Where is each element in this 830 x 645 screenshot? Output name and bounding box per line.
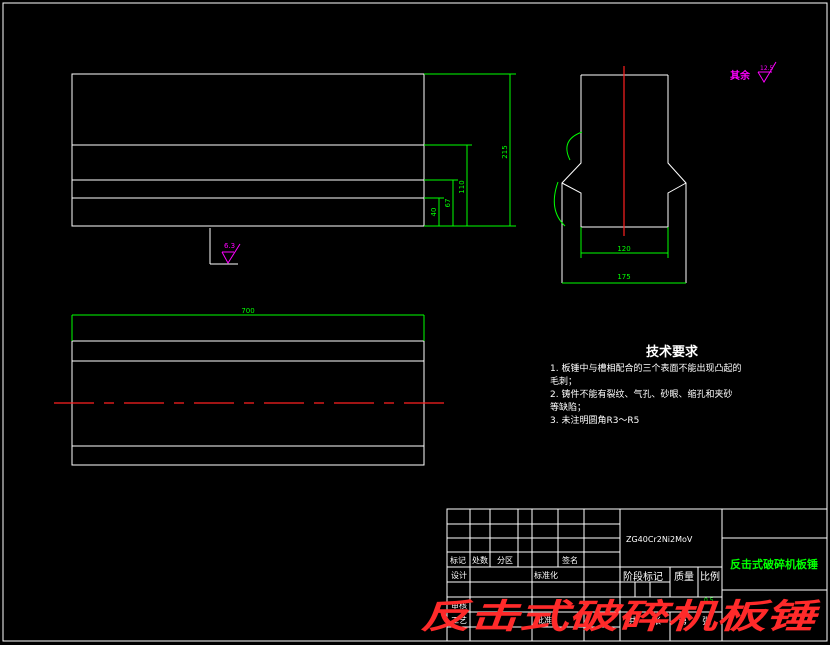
part-name-text: 反击式破碎机板锤 xyxy=(730,557,818,571)
label-stage-mark: 阶段标记 xyxy=(623,570,663,583)
side-view: 120 175 xyxy=(553,66,687,284)
roughness-symbol-other: 其余 12.5 xyxy=(730,61,777,83)
title-block-outline xyxy=(446,508,828,642)
front-view xyxy=(71,73,425,227)
material-text: ZG40Cr2Ni2MoV xyxy=(626,535,693,544)
curved-arrow-upper xyxy=(566,131,583,161)
label-total: 共 xyxy=(628,616,637,627)
label-sheet2: 张 xyxy=(702,616,711,627)
roughness-other-check-icon xyxy=(757,61,777,83)
dim-text-120: 120 xyxy=(617,245,630,253)
label-sheet: 张 xyxy=(652,616,661,627)
dim-text-67: 67 xyxy=(444,199,452,208)
tech-line-5: 3. 未注明圆角R3～R5 xyxy=(550,414,639,426)
label-process: 工艺 xyxy=(451,616,467,625)
label-approve: 批准 xyxy=(536,615,552,625)
scale-value: 0.5 xyxy=(704,597,714,604)
front-view-dimensions: 215 110 67 40 xyxy=(424,73,516,227)
tech-requirements-title: 技术要求 xyxy=(646,344,699,360)
label-zone: 分区 xyxy=(497,556,513,565)
side-view-left-edge xyxy=(561,75,582,283)
roughness-value-side: 6.3 xyxy=(224,242,235,250)
label-no: 第 xyxy=(678,615,687,627)
side-view-right-edge xyxy=(667,75,687,283)
tech-line-4: 等缺陷； xyxy=(550,401,586,413)
curved-arrow-lower xyxy=(553,181,566,227)
roughness-other-value: 12.5 xyxy=(760,65,774,72)
label-scale: 比例 xyxy=(700,570,720,583)
top-view: 700 xyxy=(54,307,444,466)
label-standardize: 标准化 xyxy=(534,570,558,580)
front-view-outline xyxy=(71,73,425,227)
title-block: ZG40Cr2Ni2MoV 反击式破碎机板锤 标记 处数 分区 签名 设计 标准… xyxy=(446,508,828,642)
tech-line-3: 2. 铸件不能有裂纹、气孔、砂眼、缩孔和夹砂 xyxy=(550,388,732,400)
dim-text-700: 700 xyxy=(241,307,254,315)
watermark-text: 反击式破碎机板锤 xyxy=(420,597,821,637)
label-weight: 质量 xyxy=(674,571,694,583)
dim-text-40: 40 xyxy=(430,208,438,217)
tech-requirements: 技术要求 1. 板锤中与槽相配合的三个表面不能出现凸起的 毛刺； 2. 铸件不能… xyxy=(550,344,741,426)
roughness-check-icon xyxy=(221,243,241,264)
label-sign: 签名 xyxy=(562,555,578,565)
dim-text-110: 110 xyxy=(458,180,466,193)
tech-line-2: 毛刺； xyxy=(550,375,577,387)
roughness-other-label: 其余 xyxy=(730,69,751,82)
tech-line-1: 1. 板锤中与槽相配合的三个表面不能出现凸起的 xyxy=(550,362,741,374)
label-review: 审核 xyxy=(451,600,467,610)
roughness-symbol-side: 6.3 xyxy=(209,228,241,265)
label-mark: 标记 xyxy=(450,555,466,565)
label-count: 处数 xyxy=(472,555,488,565)
label-design: 设计 xyxy=(451,570,467,580)
dim-text-175: 175 xyxy=(617,273,630,281)
dim-text-215: 215 xyxy=(501,145,509,158)
